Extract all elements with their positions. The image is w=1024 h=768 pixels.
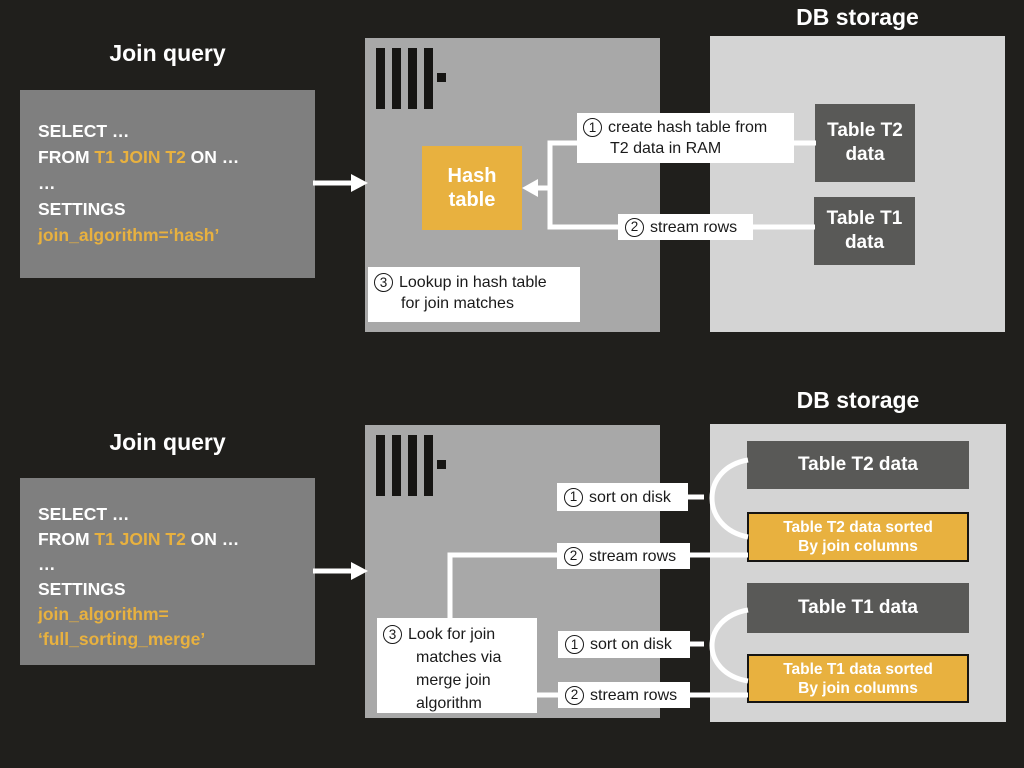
sql-select-line: SELECT … bbox=[38, 504, 130, 524]
sql-from-keyword: FROM bbox=[38, 529, 95, 549]
top-db-storage-box bbox=[710, 36, 1005, 332]
server-icon-dot bbox=[437, 460, 446, 469]
step-line: 3 Lookup in hash table bbox=[374, 272, 574, 293]
circled-1-icon: 1 bbox=[583, 118, 602, 137]
step1-create-hash-table-label: 1 create hash table from T2 data in RAM bbox=[577, 113, 794, 163]
circled-3-icon: 3 bbox=[383, 625, 402, 644]
step2-stream-rows-label: 2 stream rows bbox=[618, 214, 753, 240]
top-query-box: SELECT … FROM T1 JOIN T2 ON … … SETTINGS… bbox=[20, 90, 315, 278]
sorted-box-line2: By join columns bbox=[798, 538, 918, 555]
step-text: sort on disk bbox=[589, 488, 671, 506]
step-text: Lookup in hash table bbox=[399, 274, 547, 291]
top-join-query-title: Join query bbox=[109, 40, 226, 66]
sql-ellipsis-line: … bbox=[38, 173, 56, 193]
server-icon-bar bbox=[376, 48, 385, 109]
clickhouse-server-icon bbox=[376, 435, 451, 496]
bottom-join-query-title: Join query bbox=[109, 429, 226, 455]
circled-2-icon: 2 bbox=[625, 217, 644, 237]
circled-1-icon: 1 bbox=[564, 487, 583, 507]
sql-from-line: FROM T1 JOIN T2 ON … bbox=[38, 527, 315, 552]
step-text: stream rows bbox=[589, 547, 677, 565]
top-table-t1-data-box: Table T1 data bbox=[814, 197, 915, 265]
step-text: merge join bbox=[416, 672, 491, 689]
bottom-table-t2-sorted-box: Table T2 data sorted By join columns bbox=[747, 512, 969, 562]
sql-select-line: SELECT … bbox=[38, 121, 130, 141]
step-text: for join matches bbox=[401, 295, 514, 312]
bottom-db-storage-title: DB storage bbox=[796, 387, 920, 413]
hash-table-box: Hash table bbox=[422, 146, 522, 230]
step3-lookup-label: 3 Lookup in hash table for join matches bbox=[368, 267, 580, 322]
step2-stream-rows-t1-label: 2 stream rows bbox=[558, 682, 690, 708]
sorted-box-line1: Table T2 data sorted bbox=[783, 519, 933, 536]
step-text: stream rows bbox=[590, 686, 678, 704]
clickhouse-server-icon bbox=[376, 48, 451, 109]
circled-2-icon: 2 bbox=[565, 685, 584, 705]
step-line: 3 Look for join bbox=[383, 623, 531, 646]
server-icon-bar bbox=[408, 48, 417, 109]
sql-on-clause: ON … bbox=[185, 147, 240, 167]
circled-1-icon: 1 bbox=[565, 635, 584, 654]
step-text: matches via bbox=[416, 649, 502, 666]
sql-ellipsis-line: … bbox=[38, 554, 56, 574]
server-icon-bar bbox=[392, 435, 401, 496]
server-icon-bar bbox=[392, 48, 401, 109]
sql-full-sorting-merge-value: ‘full_sorting_merge’ bbox=[38, 629, 206, 649]
sorted-box-text: Table T2 data sorted By join columns bbox=[783, 518, 933, 556]
server-icon-bar bbox=[408, 435, 417, 496]
sql-from-keyword: FROM bbox=[38, 147, 95, 167]
sql-join-tables: T1 JOIN T2 bbox=[94, 147, 186, 167]
circled-3-icon: 3 bbox=[374, 273, 393, 292]
server-icon-bar bbox=[424, 48, 433, 109]
step-text: algorithm bbox=[416, 695, 482, 712]
bottom-query-box: SELECT … FROM T1 JOIN T2 ON … … SETTINGS… bbox=[20, 478, 315, 665]
step-text: Look for join bbox=[408, 626, 496, 643]
step2-stream-rows-t2-label: 2 stream rows bbox=[557, 543, 690, 569]
sql-join-tables: T1 JOIN T2 bbox=[94, 529, 186, 549]
sql-settings-line: SETTINGS bbox=[38, 579, 126, 599]
sql-join-algorithm-hash: join_algorithm=‘hash’ bbox=[38, 225, 220, 245]
sql-settings-line: SETTINGS bbox=[38, 199, 126, 219]
step-text: T2 data in RAM bbox=[610, 140, 722, 157]
server-icon-bar bbox=[424, 435, 433, 496]
step-line: 1 create hash table from bbox=[583, 117, 788, 138]
step1-sort-on-disk-t2-label: 1 sort on disk bbox=[557, 483, 688, 511]
sorted-box-line1: Table T1 data sorted bbox=[783, 660, 933, 678]
top-db-storage-title: DB storage bbox=[796, 4, 919, 30]
server-icon-dot bbox=[437, 73, 446, 82]
server-icon-bar bbox=[376, 435, 385, 496]
sorted-box-line2: By join columns bbox=[798, 679, 918, 697]
top-table-t2-data-box: Table T2 data bbox=[815, 104, 915, 182]
bottom-table-t2-data-box: Table T2 data bbox=[747, 441, 969, 489]
sql-join-algorithm-equals: join_algorithm= bbox=[38, 604, 169, 624]
sql-from-line: FROM T1 JOIN T2 ON … bbox=[38, 144, 315, 170]
bottom-table-t1-data-box: Table T1 data bbox=[747, 583, 969, 633]
step-text: stream rows bbox=[650, 218, 738, 236]
step1-sort-on-disk-t1-label: 1 sort on disk bbox=[558, 631, 690, 658]
sorted-box-text: Table T1 data sorted By join columns bbox=[783, 660, 933, 698]
step-text: sort on disk bbox=[590, 636, 672, 653]
bottom-table-t1-sorted-box: Table T1 data sorted By join columns bbox=[747, 654, 969, 703]
sql-on-clause: ON … bbox=[185, 529, 240, 549]
circled-2-icon: 2 bbox=[564, 546, 583, 566]
step3-merge-join-label: 3 Look for join matches via merge join a… bbox=[377, 618, 537, 713]
step-text: create hash table from bbox=[608, 119, 768, 136]
